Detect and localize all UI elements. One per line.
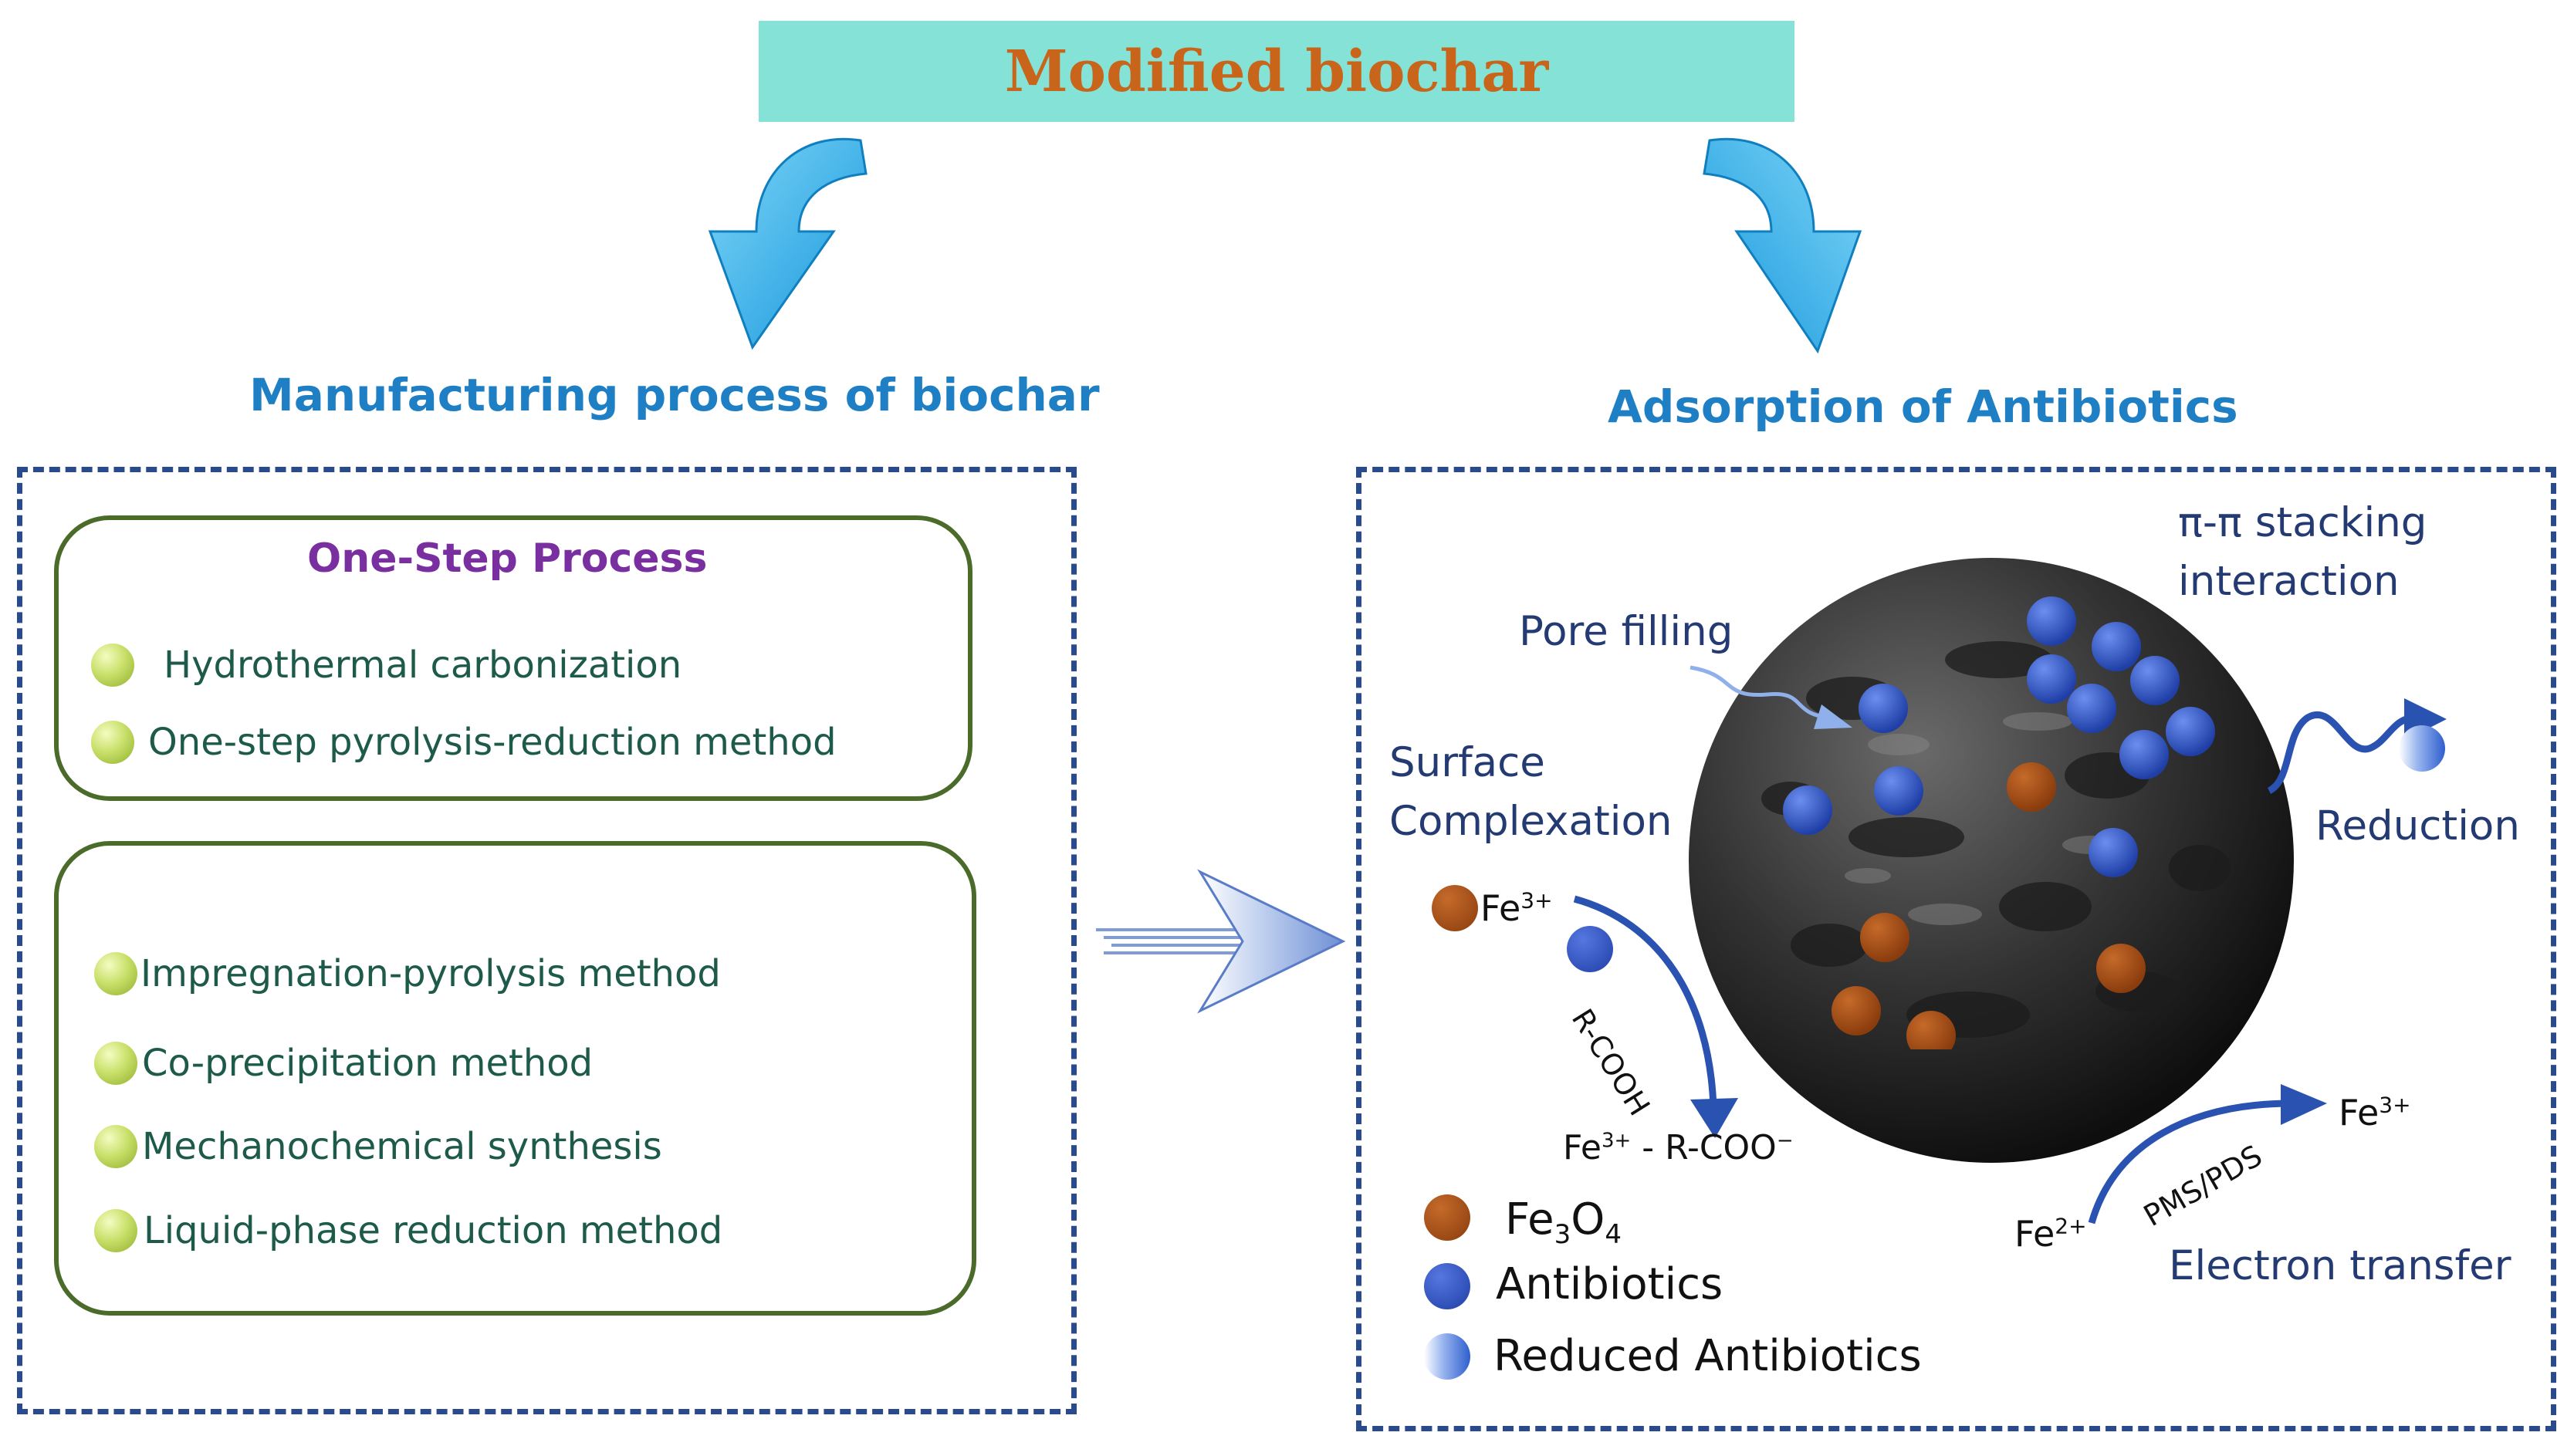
pi-stacking-label-line1: π-π stacking — [2178, 499, 2427, 546]
method-item: Co-precipitation method — [94, 1042, 593, 1085]
bullet-icon — [94, 1125, 137, 1168]
diagram-title: Modified biochar — [1004, 38, 1549, 105]
method-item: Mechanochemical synthesis — [94, 1125, 662, 1168]
method-label: Mechanochemical synthesis — [142, 1125, 662, 1168]
method-item: Hydrothermal carbonization — [91, 644, 682, 687]
curved-arrow-right-icon — [1703, 137, 1862, 354]
pore-filling-arrow-icon — [1690, 665, 1852, 729]
title-banner: Modified biochar — [759, 21, 1794, 122]
bullet-icon — [91, 721, 134, 764]
fe3-ion-dot — [1432, 885, 1478, 931]
complexation-arrow-icon — [1573, 895, 1738, 1138]
method-item: One-step pyrolysis-reduction method — [91, 721, 837, 764]
manufacturing-heading: Manufacturing process of biochar — [249, 369, 1100, 421]
legend-fe3o4-label: Fe3O4 — [1505, 1194, 1622, 1251]
bullet-icon — [91, 644, 134, 687]
legend-antibiotic-dot — [1424, 1263, 1470, 1309]
pi-stacking-label-line2: interaction — [2178, 558, 2400, 605]
legend-reduced-label: Reduced Antibiotics — [1493, 1331, 1922, 1381]
particles-layer — [1783, 596, 2215, 1049]
adsorption-heading: Adsorption of Antibiotics — [1608, 380, 2238, 433]
method-label: Hydrothermal carbonization — [164, 644, 682, 687]
surface-label-line1: Surface — [1389, 739, 1545, 786]
fe2-label: Fe2+ — [2014, 1213, 2087, 1255]
method-item: Liquid-phase reduction method — [94, 1209, 722, 1252]
method-label: One-step pyrolysis-reduction method — [148, 721, 837, 764]
reduced-antibiotic-dot — [2399, 725, 2445, 772]
bullet-icon — [94, 1209, 137, 1252]
bullet-icon — [94, 1042, 137, 1085]
method-label: Co-precipitation method — [142, 1042, 594, 1085]
antibiotic-dot — [1567, 926, 1613, 972]
adsorption-panel — [1356, 467, 2556, 1431]
complex-label: Fe3+ - R-COO− — [1563, 1128, 1794, 1167]
one-step-box — [54, 515, 972, 801]
bullet-icon — [94, 952, 137, 995]
legend-fe3o4-dot — [1424, 1194, 1470, 1241]
electron-transfer-arrow-icon — [2088, 1084, 2327, 1225]
fe3b-label: Fe3+ — [2339, 1092, 2411, 1133]
fe3-ion-label: Fe3+ — [1480, 887, 1553, 929]
legend-reduced-dot — [1424, 1333, 1470, 1380]
method-label: Liquid-phase reduction method — [144, 1209, 723, 1252]
other-methods-box — [54, 841, 976, 1316]
one-step-title: One-Step Process — [307, 535, 708, 582]
surface-label-line2: Complexation — [1389, 798, 1673, 845]
reduction-label: Reduction — [2315, 802, 2520, 850]
method-item: Impregnation-pyrolysis method — [94, 952, 721, 995]
method-label: Impregnation-pyrolysis method — [140, 952, 721, 995]
electron-transfer-label: Electron transfer — [2169, 1242, 2511, 1289]
legend-antibiotic-label: Antibiotics — [1496, 1259, 1723, 1309]
manufacturing-panel — [17, 467, 1077, 1414]
right-arrow-icon — [1096, 869, 1346, 1014]
pore-filling-label: Pore filling — [1519, 608, 1733, 655]
curved-arrow-left-icon — [708, 137, 868, 350]
